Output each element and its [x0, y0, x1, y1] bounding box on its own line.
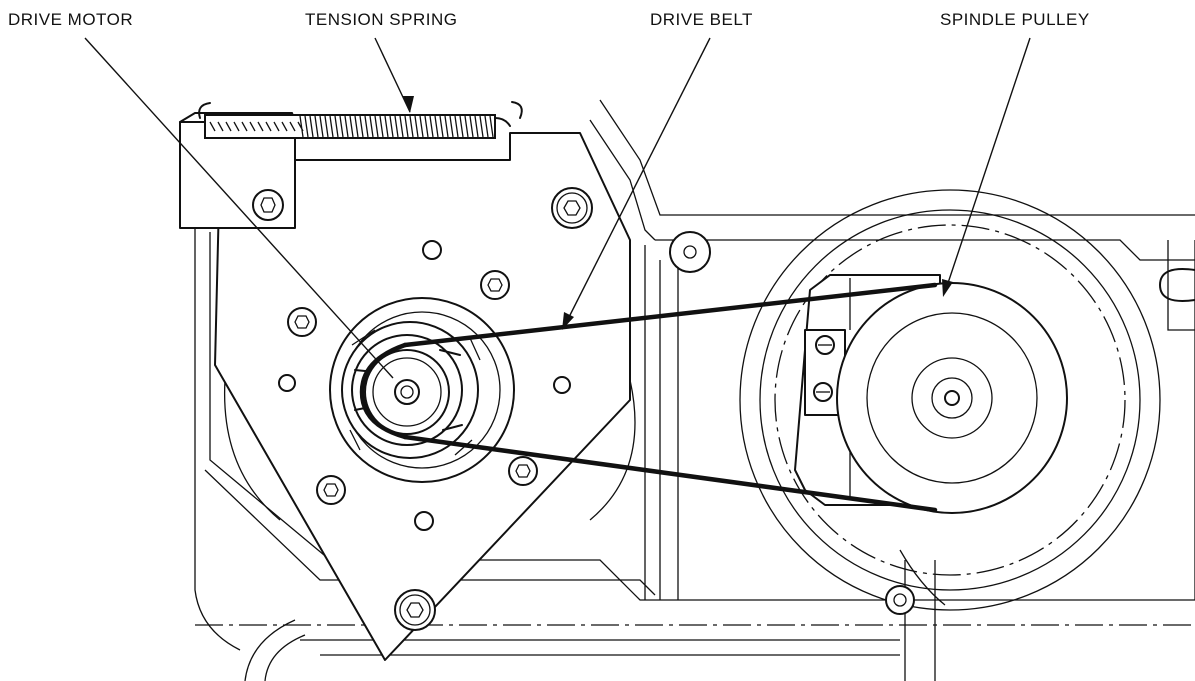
bolt-bracket — [252, 189, 284, 221]
tension-spring — [198, 101, 523, 139]
frame-pin — [885, 585, 915, 615]
bolt-top — [480, 270, 510, 300]
drive-motor — [329, 297, 515, 483]
label-spindle-pulley: SPINDLE PULLEY — [940, 10, 1090, 29]
hole-top — [422, 240, 442, 260]
bolt-lower-left — [316, 475, 346, 505]
spindle-pulley — [836, 282, 1068, 514]
bolt-bottom — [394, 589, 436, 631]
bolt-left — [287, 307, 317, 337]
leader-drive-belt — [564, 37, 711, 326]
drive-belt — [359, 282, 938, 513]
leader-drive-motor — [84, 37, 394, 379]
leader-lines — [84, 37, 1031, 379]
bolt-lower-right — [508, 456, 538, 486]
bolt-upper-right — [551, 187, 593, 229]
disk-housing — [223, 189, 1161, 611]
hole-left — [278, 374, 296, 392]
frame-post — [669, 231, 711, 273]
label-tension-spring: TENSION SPRING — [305, 10, 458, 29]
label-drive-belt: DRIVE BELT — [650, 10, 753, 29]
hole-right — [553, 376, 571, 394]
hole-bottom — [414, 511, 434, 531]
leader-spindle-pulley — [944, 37, 1031, 293]
label-drive-motor: DRIVE MOTOR — [8, 10, 134, 29]
fasteners — [252, 187, 1195, 631]
